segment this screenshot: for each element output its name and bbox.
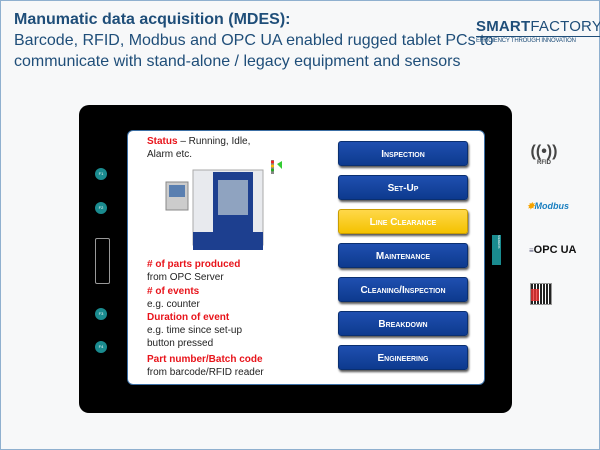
f4-button[interactable]: F4 [95,341,107,353]
opc-ua-icon: ≡OPC UA [529,244,577,256]
brand-tab: SIEMENS [492,235,501,265]
title-heading: Manumatic data acquisition (MDES): [14,11,291,28]
smartfactory-logo: SMARTFACTORY EFFICIENCY THROUGH INNOVATI… [476,18,600,45]
machine-image [165,160,282,250]
breakdown-button[interactable]: Breakdown [338,311,468,336]
subtitle-line-2: communicate with stand-alone / legacy eq… [14,53,461,70]
cleaning-inspection-button[interactable]: Cleaning/Inspection [338,277,468,302]
setup-button[interactable]: Set-Up [338,175,468,200]
line-clearance-button[interactable]: Line Clearance [338,209,468,234]
logo-tagline: EFFICIENCY THROUGH INNOVATION [476,36,600,45]
logo-factory: FACTORY [530,18,600,35]
f3-button[interactable]: F3 [95,308,107,320]
page-title: Manumatic data acquisition (MDES): Barco… [14,9,493,72]
home-button[interactable] [95,238,110,284]
rfid-icon: ((•)) RFID [530,143,558,167]
barcode-icon [530,283,552,305]
subtitle-line-1: Barcode, RFID, Modbus and OPC UA enabled… [14,32,494,49]
f1-button[interactable]: F1 [95,168,107,180]
maintenance-button[interactable]: Maintenance [338,243,468,268]
modbus-icon: ✸Modbus [527,201,570,211]
inspection-button[interactable]: Inspection [338,141,468,166]
f2-button[interactable]: F2 [95,202,107,214]
engineering-button[interactable]: Engineering [338,345,468,370]
logo-smart: SMART [476,18,531,35]
status-info: Status – Running, Idle,Alarm etc. [147,136,251,160]
